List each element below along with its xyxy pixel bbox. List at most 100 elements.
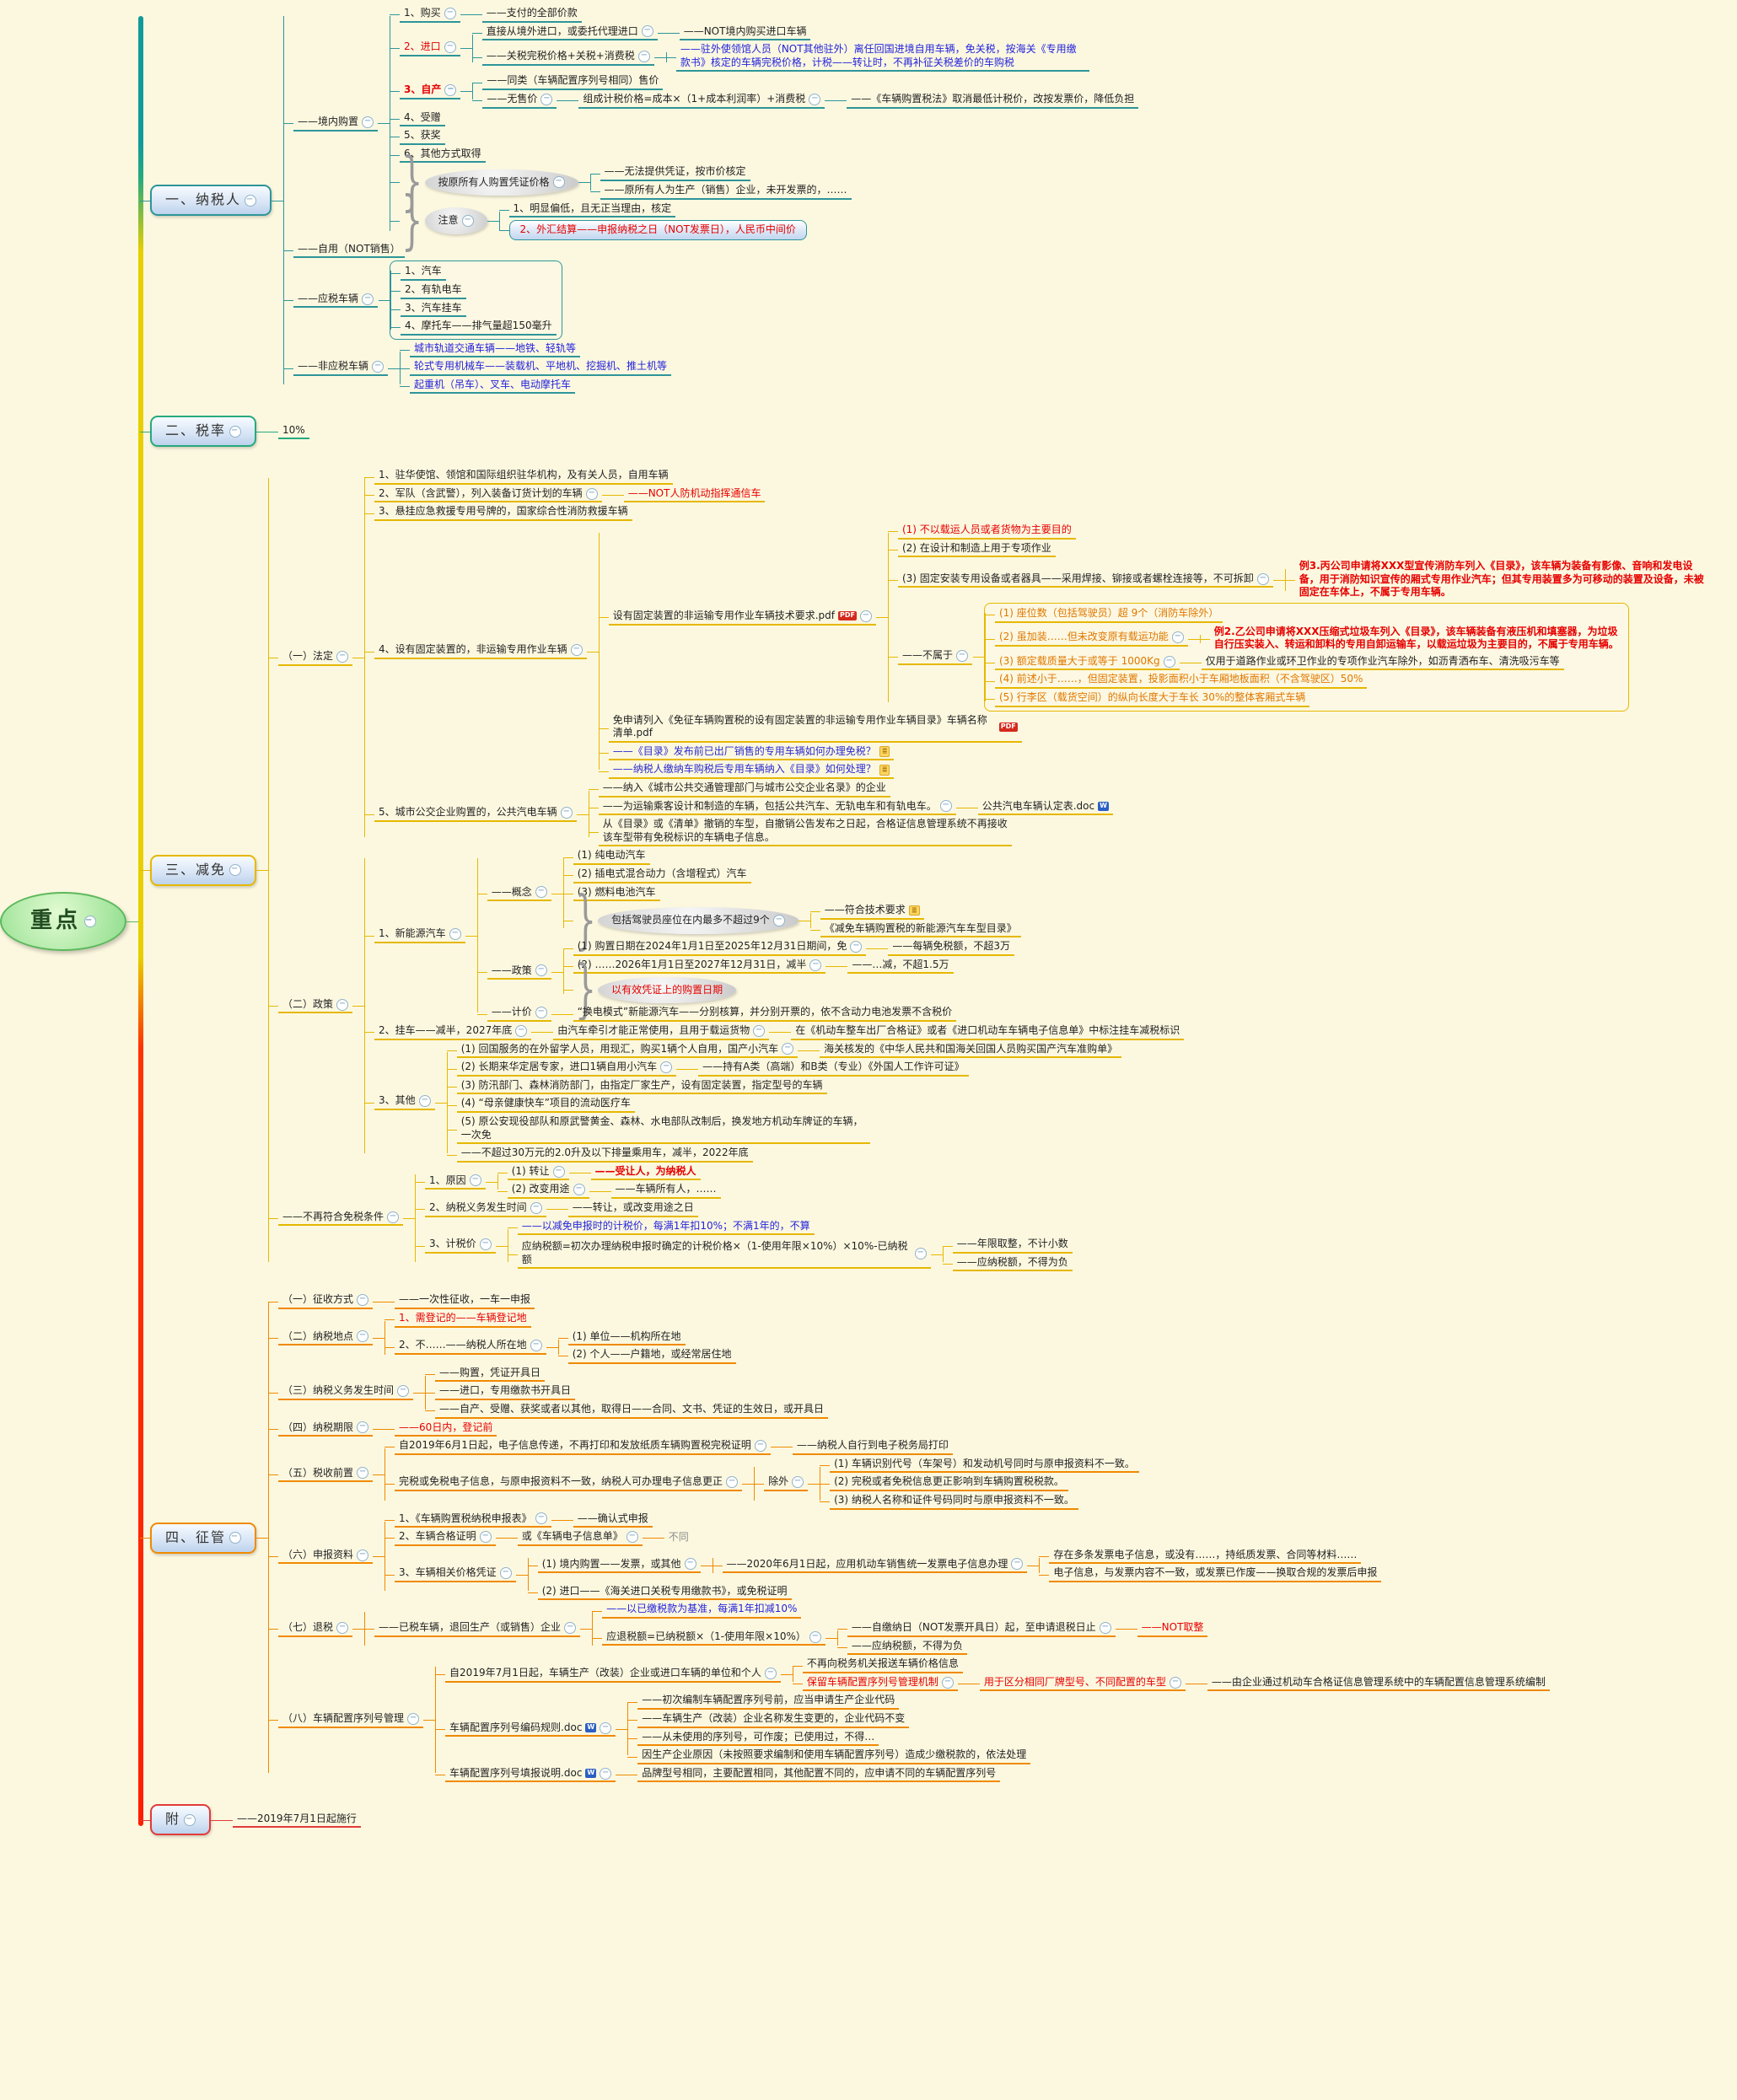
mindmap-node[interactable]: (2) ……2026年1月1日至2027年12月31日，减半− bbox=[573, 959, 826, 975]
mindmap-node[interactable]: 免申请列入《免征车辆购置税的设有固定装置的非运输专用作业车辆目录》车辆名称清单.… bbox=[608, 714, 1022, 743]
mindmap-node[interactable]: 5、城市公交企业购置的，公共汽电车辆− bbox=[374, 806, 577, 822]
mindmap-node[interactable]: ——进口，专用缴款书开具日 bbox=[435, 1384, 576, 1400]
mindmap-node[interactable]: ——应纳税额，不得为负 bbox=[847, 1640, 967, 1656]
mindmap-node[interactable]: 2、不……——纳税人所在地− bbox=[395, 1339, 546, 1355]
mindmap-node[interactable]: ——支付的全部价款 bbox=[481, 7, 582, 23]
collapse-icon[interactable]: − bbox=[499, 1567, 512, 1580]
mindmap-node[interactable]: （三）纳税义务发生时间− bbox=[278, 1384, 414, 1400]
mindmap-node[interactable]: ——同类（车辆配置序列号相同）售价 bbox=[482, 74, 664, 90]
mindmap-node[interactable]: （一）法定− bbox=[278, 650, 353, 666]
mindmap-node[interactable]: 10% bbox=[278, 424, 309, 440]
mindmap-node[interactable]: ——一次性征收，一车一申报 bbox=[395, 1293, 535, 1309]
mindmap-node[interactable]: （八）车辆配置序列号管理− bbox=[278, 1712, 424, 1728]
mindmap-node[interactable]: ——无售价− bbox=[482, 93, 557, 109]
mindmap-node[interactable]: 电子信息，与发票内容不一致，或发票已作废——换取合规的发票后申报 bbox=[1049, 1566, 1382, 1582]
mindmap-node[interactable]: 除外− bbox=[764, 1475, 809, 1491]
mindmap-node[interactable]: (1) 单位——机构所在地 bbox=[567, 1330, 686, 1346]
mindmap-node[interactable]: 1、明显偏低，且无正当理由，核定 bbox=[508, 202, 676, 218]
collapse-icon[interactable]: − bbox=[449, 928, 461, 941]
collapse-icon[interactable]: − bbox=[469, 1174, 481, 1187]
mindmap-node[interactable]: 从《目录》或《清单》撤销的车型，自撤销公告发布之日起，合格证信息管理系统不再接收… bbox=[598, 818, 1012, 847]
mindmap-node[interactable]: 1、购买− bbox=[400, 7, 460, 23]
mindmap-node[interactable]: 应纳税额=初次办理纳税申报时确定的计税价格×（1-使用年限×10%）×10%-已… bbox=[517, 1240, 931, 1270]
mindmap-node[interactable]: ——关税完税价格+关税+消费税− bbox=[481, 50, 654, 66]
collapse-icon[interactable]: − bbox=[515, 1024, 528, 1037]
doc-icon[interactable]: W bbox=[585, 1723, 597, 1733]
mindmap-node[interactable]: 组成计税价格=成本×（1+成本利润率）+消费税− bbox=[578, 93, 825, 109]
mindmap-node[interactable]: ——2020年6月1日起，应用机动车销售统一发票电子信息办理− bbox=[722, 1558, 1028, 1574]
mindmap-node[interactable]: (1) 回国服务的在外留学人员，用现汇，购买1辆个人自用，国产小汽车− bbox=[456, 1043, 799, 1059]
mindmap-node[interactable]: ——为运输乘客设计和制造的车辆，包括公共汽车、无轨电车和有轨电车。− bbox=[598, 800, 956, 816]
mindmap-node[interactable]: 1、原因− bbox=[425, 1174, 486, 1190]
mindmap-node[interactable]: （四）纳税期限− bbox=[278, 1421, 374, 1437]
mindmap-node[interactable]: ——购置，凭证开具日 bbox=[435, 1367, 546, 1383]
branch-taxpayer[interactable]: 一、纳税人− bbox=[150, 185, 272, 217]
collapse-icon[interactable]: − bbox=[626, 1530, 638, 1543]
mindmap-node[interactable]: (3) 额定载质量大于或等于 1000Kg− bbox=[994, 655, 1180, 671]
collapse-icon[interactable]: − bbox=[407, 1712, 420, 1725]
mindmap-node[interactable]: 在《机动车整车出厂合格证》或者《进口机动车车辆电子信息单》中标注挂车减税标识 bbox=[791, 1024, 1185, 1040]
collapse-icon[interactable]: − bbox=[229, 1532, 242, 1544]
mindmap-node[interactable]: ——NOT境内购买进口车辆 bbox=[679, 25, 811, 41]
collapse-icon[interactable]: − bbox=[387, 1211, 400, 1223]
mindmap-node[interactable]: ——由企业通过机动车合格证信息管理系统中的车辆配置信息管理系统编制 bbox=[1207, 1676, 1550, 1692]
branch-reduction[interactable]: 三、减免− bbox=[150, 854, 257, 886]
mindmap-node[interactable]: 4、摩托车——排气量超150毫升 bbox=[401, 320, 557, 336]
collapse-icon[interactable]: − bbox=[1171, 631, 1184, 644]
mindmap-node[interactable]: 3、车辆相关价格凭证− bbox=[395, 1566, 516, 1582]
mindmap-node[interactable]: ——每辆免税额，不超3万 bbox=[888, 940, 1015, 956]
collapse-icon[interactable]: − bbox=[357, 1467, 369, 1480]
collapse-icon[interactable]: − bbox=[753, 1024, 766, 1037]
mindmap-node[interactable]: 3、其他− bbox=[374, 1094, 435, 1111]
collapse-icon[interactable]: − bbox=[809, 1630, 821, 1643]
collapse-icon[interactable]: − bbox=[1256, 572, 1269, 585]
collapse-icon[interactable]: − bbox=[397, 1385, 410, 1398]
mindmap-node[interactable]: 存在多条发票电子信息，或没有……，持纸质发票、合同等材料…… bbox=[1049, 1549, 1362, 1565]
collapse-icon[interactable]: − bbox=[530, 1201, 542, 1214]
mindmap-node[interactable]: ——车辆所有人，…… bbox=[610, 1183, 721, 1200]
mindmap-node[interactable]: 不再向税务机关报送车辆价格信息 bbox=[802, 1657, 963, 1673]
mindmap-node[interactable]: ——自用（NOT销售） bbox=[293, 243, 405, 259]
mindmap-node[interactable]: 由汽车牵引才能正常使用，且用于载运货物− bbox=[553, 1024, 770, 1040]
mindmap-node[interactable]: 轮式专用机械车——装载机、平地机、挖掘机、推土机等 bbox=[410, 360, 672, 376]
collapse-icon[interactable]: − bbox=[914, 1247, 927, 1259]
mindmap-node[interactable]: (1) 纯电动汽车 bbox=[573, 849, 650, 865]
mindmap-node[interactable]: ——纳税人缴纳车购税后专用车辆纳入《目录》如何处理？≣ bbox=[608, 763, 895, 779]
mindmap-node[interactable]: 应退税额=已纳税额×（1-使用年限×10%）− bbox=[602, 1630, 825, 1646]
mindmap-node[interactable]: （二）纳税地点− bbox=[278, 1330, 374, 1346]
mindmap-node[interactable]: 2、有轨电车 bbox=[401, 283, 466, 299]
collapse-icon[interactable]: − bbox=[1011, 1558, 1024, 1571]
mindmap-node[interactable]: 例2.乙公司申请将XXX压缩式垃圾车列入《目录》，该车辆装备有液压机和填塞器，为… bbox=[1210, 626, 1623, 653]
collapse-icon[interactable]: − bbox=[479, 1238, 492, 1250]
mindmap-node[interactable]: （一）征收方式− bbox=[278, 1293, 374, 1309]
mindmap-node[interactable]: ——原所有人为生产（销售）企业，未开发票的，…… bbox=[600, 184, 852, 200]
mindmap-node[interactable]: (3) 纳税人名称和证件号码同时与原申报资料不一致。 bbox=[830, 1494, 1078, 1510]
mindmap-node[interactable]: ——受让人，为纳税人 bbox=[590, 1165, 701, 1181]
collapse-icon[interactable]: − bbox=[726, 1476, 739, 1489]
mindmap-node[interactable]: (2) 完税或者免税信息更正影响到车辆购置税税款。 bbox=[830, 1475, 1068, 1491]
collapse-icon[interactable]: − bbox=[792, 1476, 804, 1489]
mindmap-node[interactable]: 6、其他方式取得 bbox=[400, 148, 486, 164]
mindmap-node[interactable]: 按原所有人购置凭证价格− bbox=[424, 169, 578, 196]
mindmap-node[interactable]: ——转让，或改变用途之日 bbox=[567, 1201, 698, 1217]
mindmap-node[interactable]: 2、外汇结算——申报纳税之日（NOT发票日），人民币中间价 bbox=[508, 220, 807, 240]
mindmap-node[interactable]: 城市轨道交通车辆——地铁、轻轨等 bbox=[410, 342, 581, 358]
collapse-icon[interactable]: − bbox=[357, 1421, 369, 1434]
mindmap-node[interactable]: (1) 境内购置——发票，或其他− bbox=[537, 1558, 701, 1574]
root-node[interactable]: 重点− bbox=[0, 891, 127, 951]
mindmap-node[interactable]: “换电模式”新能源汽车——分别核算，并分别开票的，依不含动力电池发票不含税价 bbox=[573, 1006, 957, 1023]
mindmap-node[interactable]: ——应税车辆− bbox=[293, 293, 379, 309]
collapse-icon[interactable]: − bbox=[809, 93, 821, 105]
collapse-icon[interactable]: − bbox=[1169, 1676, 1181, 1689]
mindmap-node[interactable]: (2) 进口——《海关进口关税专用缴款书》，或免税证明 bbox=[537, 1585, 792, 1601]
collapse-icon[interactable]: − bbox=[357, 1549, 369, 1561]
mindmap-node[interactable]: ——初次编制车辆配置序列号前，应当申请生产企业代码 bbox=[637, 1694, 900, 1711]
mindmap-node[interactable]: 包括驾驶员座位在内最多不超过9个− bbox=[598, 907, 799, 934]
mindmap-node[interactable]: 1、《车辆购置税纳税申报表》− bbox=[395, 1512, 551, 1528]
mindmap-node[interactable]: 1、驻华使馆、领馆和国际组织驻华机构，及有关人员，自用车辆 bbox=[374, 469, 673, 485]
mindmap-node[interactable]: ——自缴纳日（NOT发票开具日）起，至申请退税日止− bbox=[847, 1621, 1116, 1637]
collapse-icon[interactable]: − bbox=[552, 1165, 565, 1178]
mindmap-node[interactable]: ——境内购置− bbox=[293, 115, 379, 132]
mindmap-node[interactable]: (2) 插电式混合动力（含增程式）汽车 bbox=[573, 867, 751, 884]
